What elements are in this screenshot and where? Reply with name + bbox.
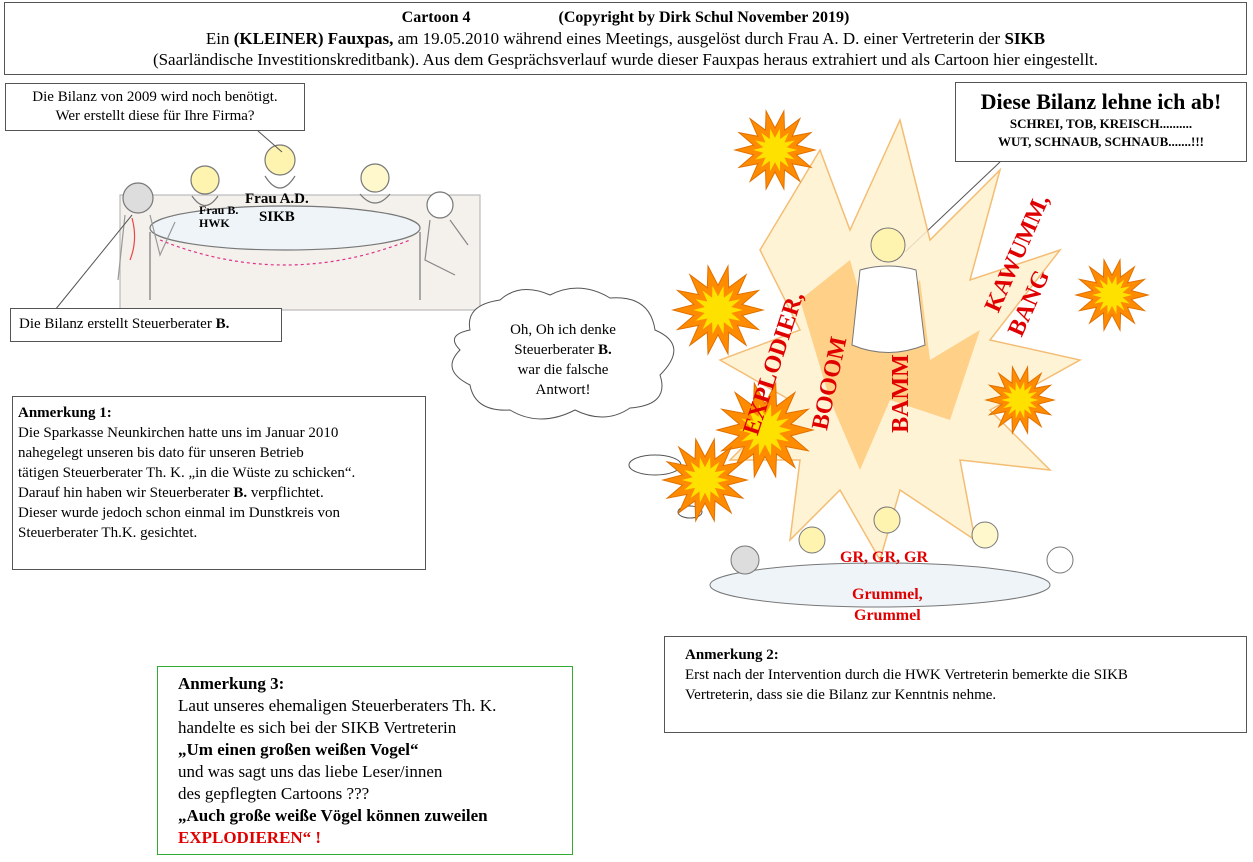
note-1-line-4-text: Darauf hin haben wir Steuerberater xyxy=(18,485,234,501)
person-right xyxy=(424,191,469,276)
note-1-line-5: Dieser wurde jedoch schon einmal im Duns… xyxy=(18,505,341,521)
person-left xyxy=(117,182,176,281)
grumble-line-2: Grummel xyxy=(854,607,921,624)
label-hwk: HWK xyxy=(199,216,230,230)
copyright-text: (Copyright by Dirk Schul November 2019) xyxy=(558,9,850,26)
label-frau-b: Frau B. HWK xyxy=(199,204,238,230)
label-frau-b-name: Frau B. xyxy=(199,203,239,217)
thought-line-3: war die falsche xyxy=(517,362,609,378)
note-3-line-5: des gepflegten Cartoons ??? xyxy=(178,784,370,803)
note-1-line-4-bold: B. xyxy=(233,485,248,501)
shout-bubble: Diese Bilanz lehne ich ab! SCHREI, TOB, … xyxy=(955,82,1247,162)
note-3-line-1: Laut unseres ehemaligen Steuerberaters T… xyxy=(178,696,497,715)
explosion-scene xyxy=(709,117,1083,608)
note-1-line-6: Steuerberater Th.K. gesichtet. xyxy=(18,525,198,541)
label-sikb: SIKB xyxy=(258,209,295,225)
note-1-line-1: Die Sparkasse Neunkirchen hatte uns im J… xyxy=(18,425,339,441)
grumble-gr: GR, GR, GR xyxy=(840,549,928,566)
meeting-scene-left xyxy=(117,144,481,311)
question-pointer xyxy=(257,130,283,153)
answer-text: Die Bilanz erstellt Steuerberater xyxy=(19,316,216,332)
note-3-line-6: „Auch große weiße Vögel können zuweilen xyxy=(178,806,488,825)
label-frau-ad-name: Frau A.D. xyxy=(245,191,309,207)
thought-line-1: Oh, Oh ich denke xyxy=(510,322,616,338)
burst-star-2-core xyxy=(693,285,743,335)
person-frau-ad xyxy=(264,144,296,189)
header-line-2-bold: (KLEINER) Fauxpas, xyxy=(233,29,394,48)
note-1-line-4-end: verpflichtet. xyxy=(247,485,324,501)
note-3-line-7: EXPLODIEREN“ ! xyxy=(178,828,322,847)
thought-line-2: Steuerberater B. xyxy=(483,340,643,360)
burst-star-4-core xyxy=(681,457,729,503)
note-3-line-2: handelte es sich bei der SIKB Vertreteri… xyxy=(178,718,457,737)
thought-line-2-bold: B. xyxy=(597,342,612,358)
header-line-2: Ein (KLEINER) Fauxpas, am 19.05.2010 wäh… xyxy=(5,28,1246,49)
shout-title: Diese Bilanz lehne ich ab! xyxy=(980,89,1222,114)
thought-line-4: Antwort! xyxy=(535,382,591,398)
header-line-2-sikb: SIKB xyxy=(1004,29,1046,48)
question-line-1: Die Bilanz von 2009 wird noch benötigt. xyxy=(32,89,278,105)
header-line-2-text-b: am 19.05.2010 während eines Meetings, au… xyxy=(393,29,1005,48)
thought-line-2-text: Steuerberater xyxy=(514,342,598,358)
header-line-3: (Saarländische Investitionskreditbank). … xyxy=(152,50,1099,69)
burst-group xyxy=(661,109,1150,523)
note-1: Anmerkung 1: Die Sparkasse Neunkirchen h… xyxy=(12,396,426,570)
question-bubble: Die Bilanz von 2009 wird noch benötigt. … xyxy=(5,83,305,131)
note-2-title: Anmerkung 2: xyxy=(685,647,779,663)
note-1-line-3: tätigen Steuerberater Th. K. „in die Wüs… xyxy=(18,465,356,481)
burst-star-5-core xyxy=(1092,275,1132,315)
label-frau-ad: Frau A.D. SIKB xyxy=(245,190,309,226)
note-3: Anmerkung 3: Laut unseres ehemaligen Ste… xyxy=(157,666,573,855)
cartoon-number: Cartoon 4 xyxy=(401,9,471,26)
word-bamm: BAMM xyxy=(887,354,914,433)
note-1-line-4: Darauf hin haben wir Steuerberater B. ve… xyxy=(18,483,425,503)
shout-line-1: SCHREI, TOB, KREISCH.......... xyxy=(1009,116,1193,131)
note-3-line-3: „Um einen großen weißen Vogel“ xyxy=(178,740,419,759)
person-frau-b xyxy=(190,165,220,207)
note-2: Anmerkung 2: Erst nach der Intervention … xyxy=(664,636,1247,733)
note-3-title: Anmerkung 3: xyxy=(178,674,285,693)
header-box: Cartoon 4 (Copyright by Dirk Schul Novem… xyxy=(4,2,1247,75)
note-2-line-2: Vertreterin, dass sie die Bilanz zur Ken… xyxy=(685,687,997,703)
question-line-2: Wer erstellt diese für Ihre Firma? xyxy=(55,108,255,124)
note-3-line-4: und was sagt uns das liebe Leser/innen xyxy=(178,762,443,781)
grumble-text: Grummel, Grummel xyxy=(852,584,923,626)
answer-bubble: Die Bilanz erstellt Steuerberater B. xyxy=(10,308,282,342)
burst-star-1-core xyxy=(753,128,797,172)
header-line-2-text-a: Ein xyxy=(205,29,234,48)
note-1-line-2: nahegelegt unseren bis dato für unseren … xyxy=(18,445,304,461)
shout-line-2: WUT, SCHNAUB, SCHNAUB.......!!! xyxy=(998,134,1204,149)
thought-cloud xyxy=(451,287,703,519)
burst-star-3-core xyxy=(738,404,792,456)
burst-star-6-core xyxy=(1001,381,1039,419)
answer-bold: B. xyxy=(215,316,230,332)
note-2-line-1: Erst nach der Intervention durch die HWK… xyxy=(685,667,1128,683)
answer-pointer xyxy=(54,214,133,311)
person-middle xyxy=(359,163,391,204)
grumble-line-1: Grummel, xyxy=(852,586,923,603)
note-1-title: Anmerkung 1: xyxy=(18,405,112,421)
thought-text: Oh, Oh ich denke Steuerberater B. war di… xyxy=(483,320,643,400)
